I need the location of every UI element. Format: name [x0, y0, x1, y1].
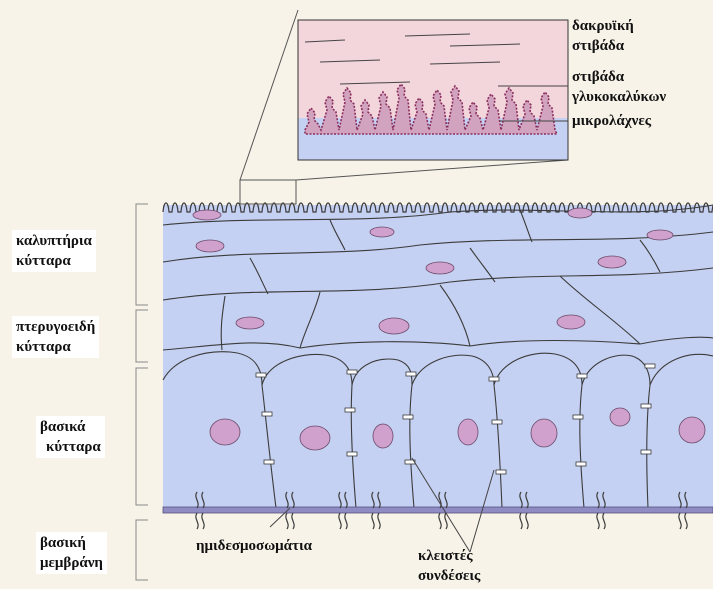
layer-brackets — [136, 204, 148, 580]
basement-membrane-band — [163, 507, 713, 513]
inset-magnified-surface — [240, 10, 568, 204]
label-microvilli: μικρολάχνες — [572, 111, 651, 131]
epithelium — [163, 203, 713, 508]
label-hemidesmosomes: ημιδεσμοσωμάτια — [196, 536, 312, 556]
zoom-region-box — [240, 180, 296, 204]
